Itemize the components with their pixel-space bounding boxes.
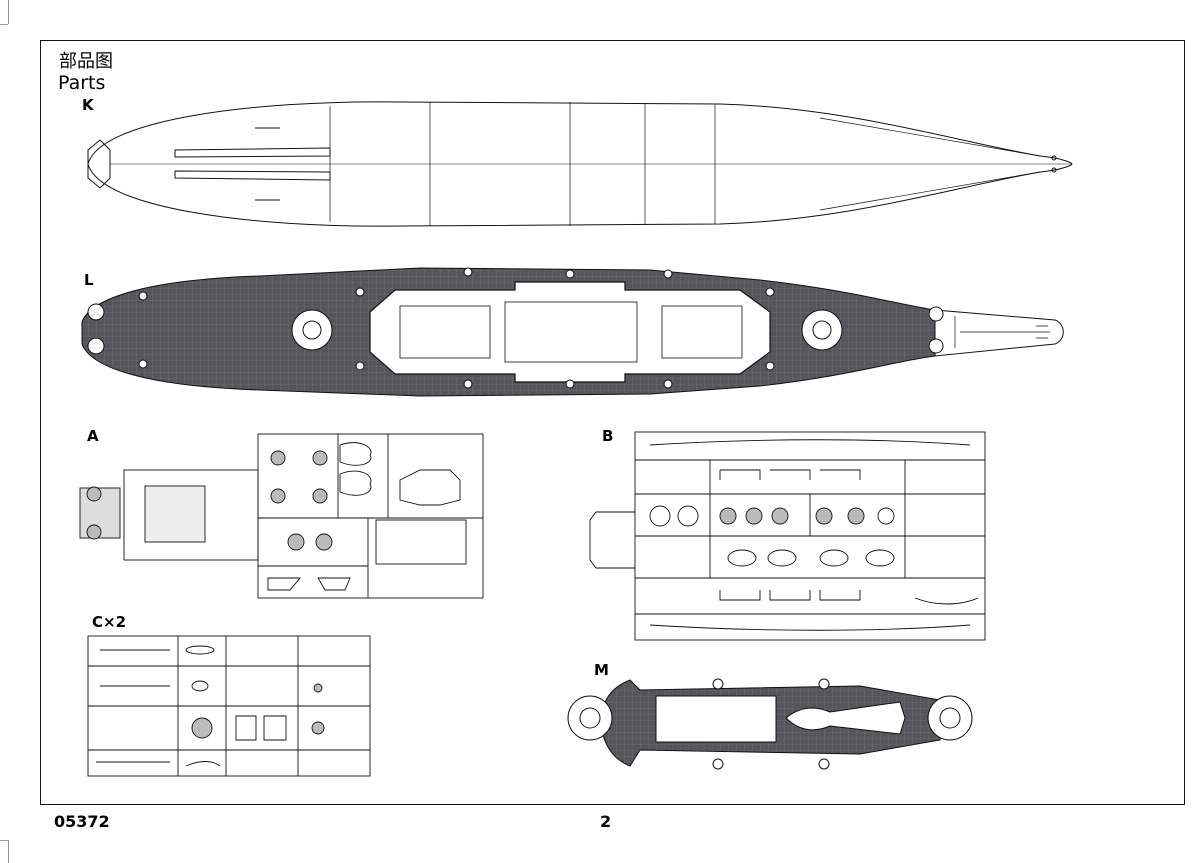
sheet-frame	[40, 40, 1185, 805]
title-english: Parts	[58, 72, 106, 94]
part-label-c: C×2	[92, 613, 127, 631]
crop-mark-bottom-left	[0, 840, 9, 863]
part-label-k: K	[82, 96, 94, 114]
crop-mark-top-left	[0, 0, 9, 24]
part-label-m: M	[594, 661, 609, 679]
page-number: 2	[600, 812, 612, 831]
part-label-l: L	[84, 271, 94, 289]
product-code: 05372	[54, 812, 110, 831]
crop-mark-bottom-left-h	[0, 840, 8, 841]
title-chinese: 部品图	[59, 51, 113, 72]
crop-mark-top-left-h	[0, 24, 8, 25]
part-label-b: B	[602, 427, 614, 445]
part-label-a: A	[87, 427, 99, 445]
